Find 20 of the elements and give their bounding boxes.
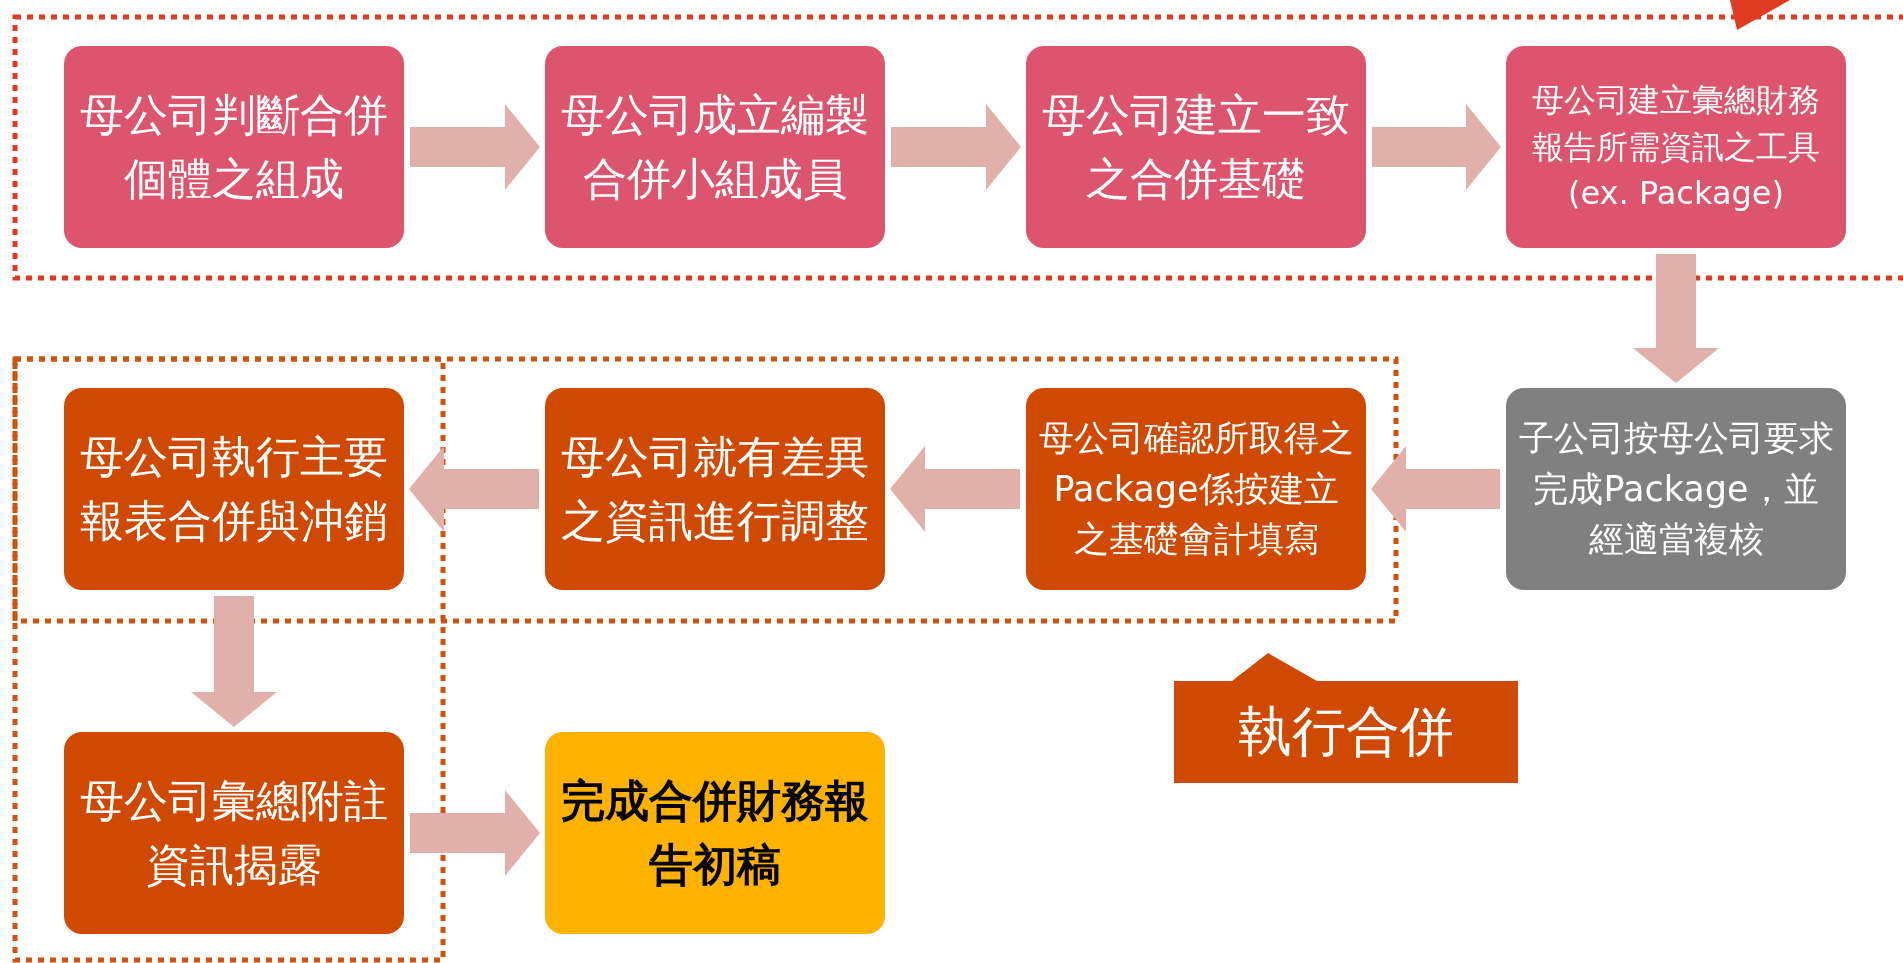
process-box: 母公司建立一致之合併基礎 [1026, 46, 1366, 248]
callout-label: 執行合併 [1238, 698, 1454, 765]
process-box: 母公司執行主要報表合併與沖銷 [64, 388, 404, 590]
block-arrow [410, 790, 540, 876]
block-arrow [409, 446, 539, 532]
process-box: 母公司判斷合併個體之組成 [64, 46, 404, 248]
process-box: 母公司就有差異之資訊進行調整 [545, 388, 885, 590]
process-box: 母公司彙總附註資訊揭露 [64, 732, 404, 934]
block-arrow [410, 104, 540, 190]
process-box: 母公司成立編製合併小組成員 [545, 46, 885, 248]
block-arrow [890, 446, 1020, 532]
block-arrow [1633, 254, 1719, 383]
block-arrow [891, 104, 1021, 190]
process-box: 子公司按母公司要求完成Package，並經適當複核 [1506, 388, 1846, 590]
block-arrow [191, 596, 277, 727]
process-box: 母公司建立彙總財務報告所需資訊之工具(ex. Package) [1506, 46, 1846, 248]
process-box: 完成合併財務報告初稿 [545, 732, 885, 934]
process-box: 母公司確認所取得之Package係按建立之基礎會計填寫 [1026, 388, 1366, 590]
block-arrow [1372, 104, 1501, 190]
block-arrow [1371, 446, 1500, 532]
